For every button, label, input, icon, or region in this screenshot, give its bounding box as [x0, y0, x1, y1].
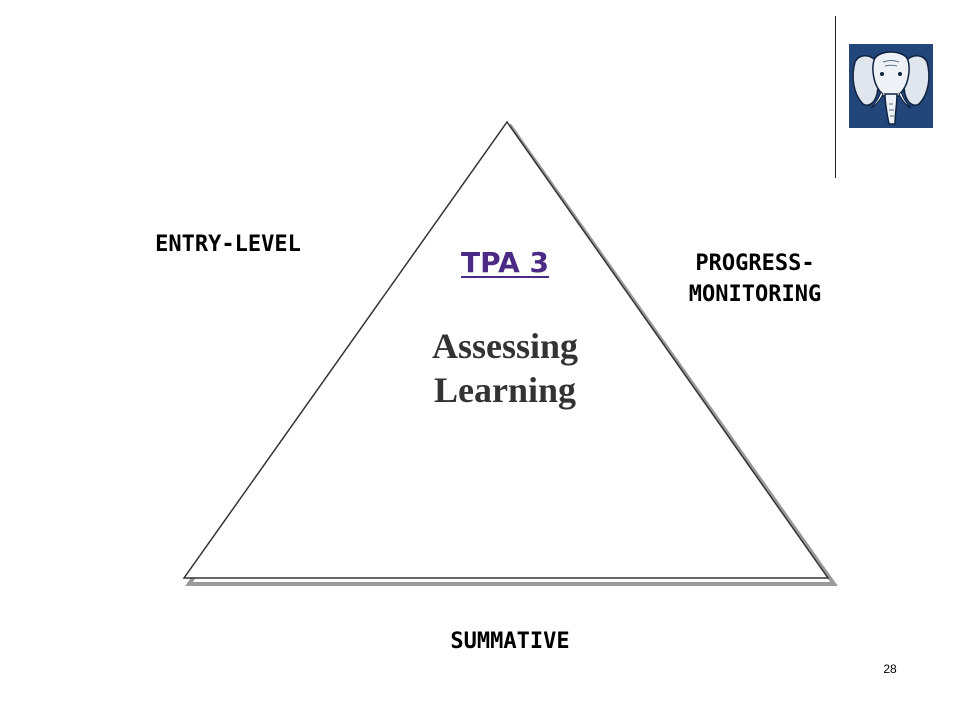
center-title: TPA 3	[461, 246, 549, 279]
center-subtitle-line1: Assessing	[431, 326, 579, 366]
page-number: 28	[883, 662, 897, 676]
triangle-outline	[182, 120, 830, 579]
label-progress-monitoring: PROGRESS- MONITORING	[615, 248, 895, 310]
vertical-divider	[835, 16, 836, 178]
elephant-icon	[849, 44, 933, 128]
center-subtitle: Assessing Learning	[375, 324, 635, 412]
label-entry-level: ENTRY-LEVEL	[155, 232, 301, 257]
label-progress-line1: PROGRESS-	[695, 251, 815, 276]
center-subtitle-line2: Learning	[433, 370, 576, 410]
label-progress-line2: MONITORING	[688, 282, 822, 307]
label-summative: SUMMATIVE	[450, 629, 570, 654]
